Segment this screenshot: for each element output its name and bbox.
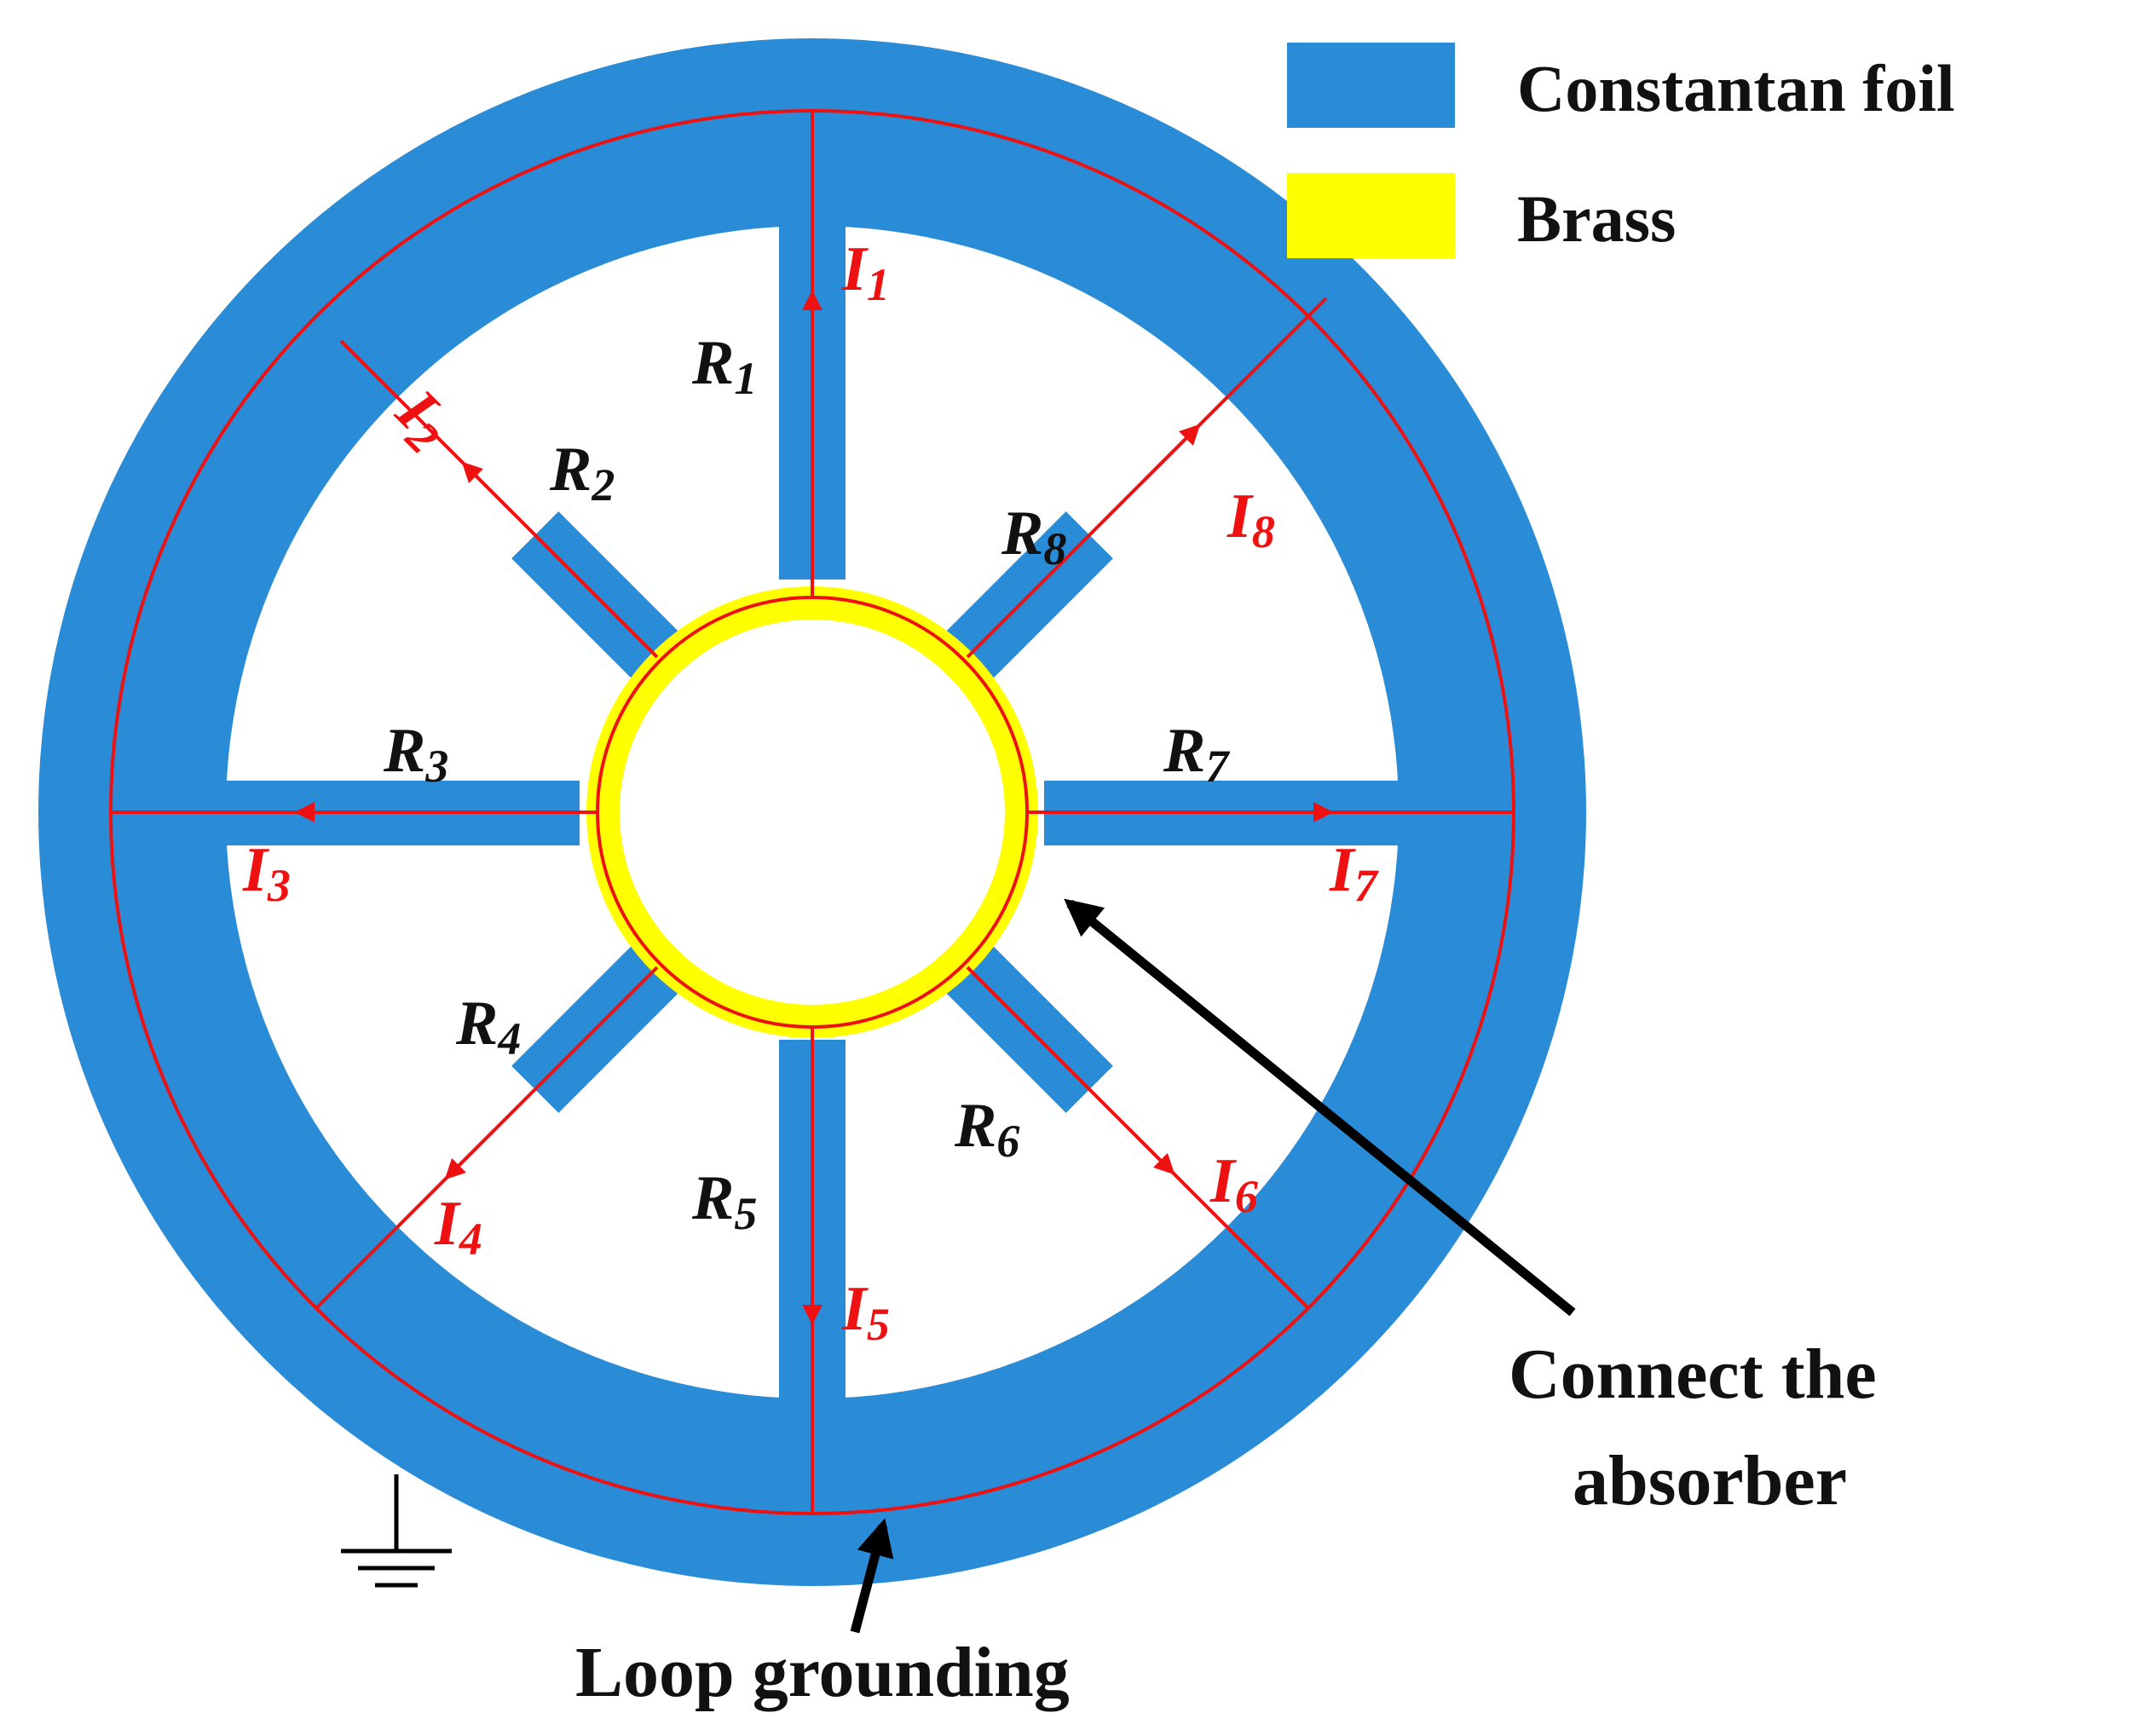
resistor-label-r1: R1 [691, 328, 757, 404]
center-hole [620, 620, 1005, 1005]
resistor-label-r3: R3 [383, 716, 448, 792]
absorber-arrow [1064, 898, 1576, 1317]
current-label-i4: I4 [434, 1189, 482, 1265]
resistor-label-r7: R7 [1163, 716, 1230, 792]
absorber-pointer: Connect the absorber [1064, 898, 1877, 1520]
resistor-labels: R1 R2 R3 R4 R5 R6 R7 R8 [383, 328, 1230, 1239]
current-label-i1: I1 [841, 234, 890, 310]
resistor-label-r4: R4 [455, 989, 521, 1064]
legend-swatch-constantan [1287, 43, 1455, 128]
absorber-label-line1: Connect the [1509, 1335, 1877, 1414]
grounding-pointer: Loop grounding [575, 1518, 1070, 1712]
current-label-i8: I8 [1226, 482, 1275, 557]
arrow-i6 [1123, 1123, 1175, 1175]
legend-swatch-brass [1287, 173, 1455, 258]
arrow-i2 [461, 461, 513, 513]
legend: Constantan foil Brass [1287, 43, 1955, 258]
grounding-arrow [850, 1518, 894, 1634]
current-label-i3: I3 [242, 835, 291, 911]
resistor-label-r2: R2 [549, 435, 615, 510]
absorber-label-line2: absorber [1573, 1441, 1847, 1520]
ground-symbol [341, 1474, 452, 1588]
arrow-i8 [1140, 424, 1201, 484]
current-label-i7: I7 [1329, 835, 1379, 911]
current-label-i5: I5 [841, 1274, 890, 1350]
current-label-i6: I6 [1209, 1146, 1258, 1222]
resistor-label-r8: R8 [1001, 499, 1066, 574]
resistor-label-r6: R6 [954, 1091, 1019, 1167]
current-labels: I1 I2 I3 I4 I5 I6 I7 I8 [242, 234, 1379, 1350]
legend-label-constantan: Constantan foil [1517, 51, 1955, 125]
arrow-i4 [444, 1128, 496, 1180]
resistor-label-r5: R5 [691, 1163, 757, 1239]
current-arrows [294, 290, 1334, 1325]
grounding-label: Loop grounding [575, 1633, 1070, 1712]
legend-label-brass: Brass [1517, 182, 1676, 256]
